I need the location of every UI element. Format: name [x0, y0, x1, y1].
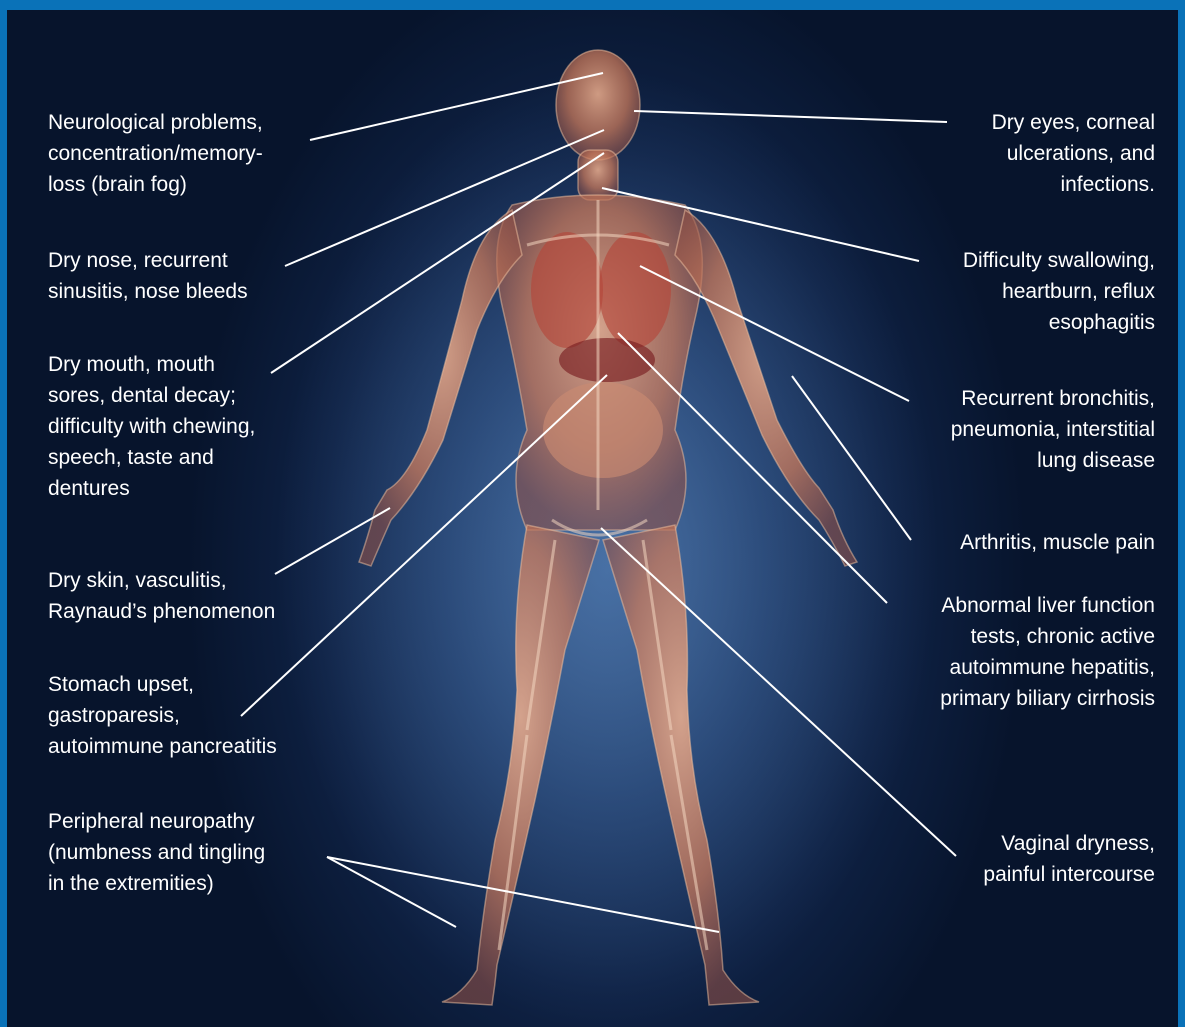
leader-line-stomach [241, 375, 607, 716]
leader-line-vaginal [601, 528, 956, 856]
leader-line-nose [285, 130, 604, 266]
label-neuropathy: Peripheral neuropathy (numbness and ting… [48, 806, 265, 899]
label-bronchitis: Recurrent bronchitis, pneumonia, interst… [951, 383, 1155, 476]
leader-line-arthritis [792, 376, 911, 540]
leader-line-skin [275, 508, 390, 574]
label-swallowing: Difficulty swallowing, heartburn, reflux… [963, 245, 1155, 338]
leader-line-swallowing [602, 188, 919, 261]
leader-line-neuropathy-left [327, 857, 456, 927]
label-mouth: Dry mouth, mouth sores, dental decay; di… [48, 349, 255, 504]
label-skin: Dry skin, vasculitis, Raynaud’s phenomen… [48, 565, 275, 627]
label-nose: Dry nose, recurrent sinusitis, nose blee… [48, 245, 248, 307]
leader-line-mouth [271, 153, 604, 373]
label-stomach: Stomach upset, gastroparesis, autoimmune… [48, 669, 277, 762]
leader-line-neurological [310, 73, 603, 140]
leader-line-neuropathy-right [327, 857, 719, 932]
leader-line-liver [618, 333, 887, 603]
label-eyes: Dry eyes, corneal ulcerations, and infec… [992, 107, 1155, 200]
label-neurological: Neurological problems, concentration/mem… [48, 107, 263, 200]
leader-line-eyes [634, 111, 947, 122]
label-vaginal: Vaginal dryness, painful intercourse [983, 828, 1155, 890]
label-arthritis: Arthritis, muscle pain [960, 527, 1155, 558]
label-liver: Abnormal liver function tests, chronic a… [940, 590, 1155, 714]
leader-line-bronchitis [640, 266, 909, 401]
